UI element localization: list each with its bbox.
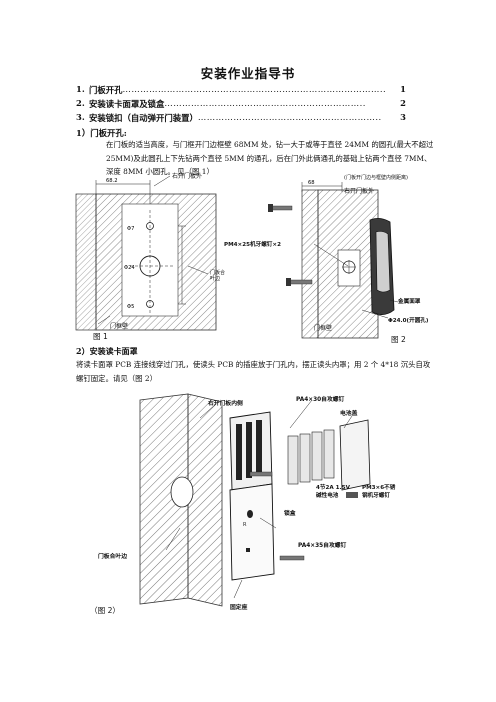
toc-item-1[interactable]: 1. 门板开孔 …………………………………………………………………………….. … [76, 84, 406, 96]
fig3-caption: （图 2） [90, 606, 121, 615]
section-2-body: 将读卡面罩 PCB 连接线穿过门孔，使读头 PCB 的插座放于门孔内，摆正读头内… [76, 360, 431, 383]
fig1-label-gap: 门板合叶边 [210, 270, 226, 282]
fig1-dim: 68.2 [106, 178, 118, 184]
toc-label: 门板开孔 [89, 85, 123, 95]
fig3-label-plate: 固定座 [230, 605, 248, 611]
fig1-dia-mid: Φ24 [124, 265, 135, 271]
screw-bottom [286, 278, 313, 286]
fig2-label-cover: 金属面罩 [398, 299, 421, 305]
figure-3-drawing: R [139, 393, 371, 607]
section-2-heading: 2）安装读卡面罩 [76, 346, 138, 356]
fig3-label-screw3: PA4×35自攻螺钉 [298, 543, 347, 549]
door-hole [170, 476, 194, 508]
figure-1-drawing: 68.2 Φ7 Φ24 Φ5 [75, 175, 217, 331]
toc-label: 安装读卡面罩及锁盒 [89, 99, 165, 109]
fig1-label-frame: 门框壁 [110, 323, 129, 330]
frame-wall [75, 193, 97, 331]
fig1-dia-top: Φ7 [127, 226, 134, 232]
toc-page: 2 [400, 98, 406, 108]
fig3-label-battery: 4节2A 1.5V 碱性电池 [316, 485, 350, 499]
section-1-heading: 1）门板开孔: [76, 128, 127, 138]
toc-item-3[interactable]: 3. 安装锁扣（自动弹开门装置） …………………………………………………….. … [76, 112, 406, 124]
section-1-body: 在门板的适当高度，与门框开门边框壁 68MM 处，钻一大于或等于直径 24MM … [106, 140, 434, 176]
toc-dots: ………………………………………………………….. [164, 98, 366, 108]
fig3-label-hinge: 门板合叶边 [98, 554, 127, 560]
toc-page: 1 [400, 84, 406, 94]
fig3-label-lockbox: 锁盒 [284, 511, 296, 517]
fig2-caption: 图 2 [391, 335, 406, 344]
fig2-label-frame: 门框壁 [314, 325, 333, 332]
lock-box [229, 483, 275, 581]
page-title: 安装作业指导书 [200, 66, 296, 81]
fig2-label-screw: PM4×25机牙螺钉×2 [224, 242, 281, 248]
fig2-label-top: (门板开门边与框壁内侧距离) [344, 175, 408, 181]
battery-cover [339, 419, 371, 491]
fig1-dia-bot: Φ5 [127, 304, 134, 310]
toc-dots: …………………………………………………………………………….. [122, 84, 387, 94]
door-slab-edge [187, 393, 223, 607]
fig3-label-screw1: PA4×30自攻螺钉 [296, 397, 345, 403]
toc-num: 3. [76, 112, 85, 122]
toc-num: 1. [76, 84, 85, 94]
toc-item-2[interactable]: 2. 安装读卡面罩及锁盒 ………………………………………………………….. 2 [76, 98, 406, 110]
figure-2-drawing: 68 [268, 180, 399, 339]
fig3-label-inside: 右开门板内侧 [208, 401, 243, 407]
fig2-label-hole: Φ24.0(开圆孔) [388, 318, 429, 324]
fig1-caption: 图 1 [93, 332, 108, 341]
frame-wall-2 [301, 189, 319, 339]
fig3-label-screw2: PM3×6不锈 钢机牙螺钉 [362, 485, 396, 499]
fig2-label-outside: 右开门板外 [344, 188, 375, 195]
svg-text:R: R [243, 522, 247, 528]
screw-top [268, 204, 293, 212]
toc-page: 3 [400, 112, 406, 122]
fig3-label-batcover: 电池盖 [340, 411, 358, 417]
toc-label: 安装锁扣（自动弹开门装置） [89, 113, 198, 123]
toc-num: 2. [76, 98, 85, 108]
fig2-dim: 68 [308, 180, 315, 186]
fig1-label-outside: 右开门板外 [172, 173, 203, 180]
toc-dots: …………………………………………………….. [197, 112, 382, 122]
door-slab [139, 393, 189, 605]
